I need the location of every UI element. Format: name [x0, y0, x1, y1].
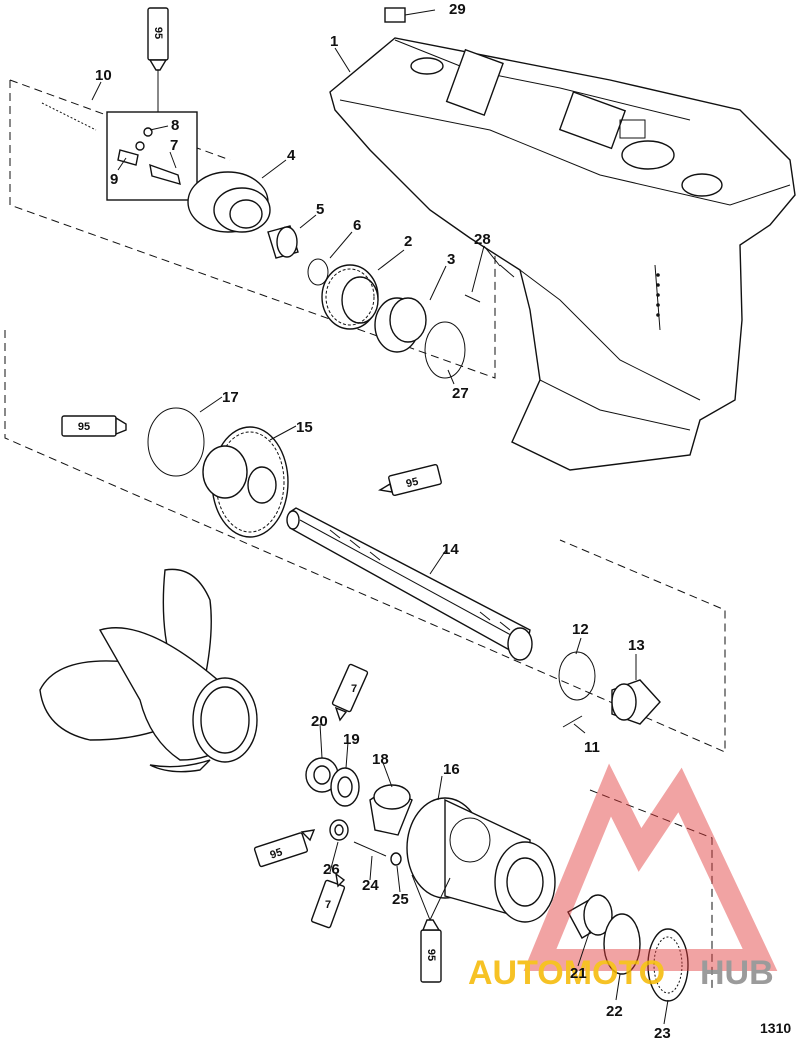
callout-14: 14	[442, 541, 459, 558]
figure-id: 1310	[760, 1020, 791, 1036]
part-24-stud	[353, 841, 387, 857]
propeller	[39, 568, 258, 773]
part-11-pin	[562, 715, 583, 728]
callout-22: 22	[606, 1003, 623, 1020]
callout-29: 29	[449, 1, 466, 18]
part-25-washer	[390, 852, 402, 866]
watermark-text-a: AUTOMOTO	[468, 954, 665, 992]
callout-15: 15	[296, 419, 313, 436]
part-28-pins	[464, 264, 515, 303]
callout-7: 7	[170, 137, 178, 154]
callout-17: 17	[222, 389, 239, 406]
callout-10: 10	[95, 67, 112, 84]
tube-label: 7	[351, 683, 357, 695]
callout-1: 1	[330, 33, 338, 50]
tube-label: 95	[152, 27, 164, 39]
tube-label: 95	[405, 476, 420, 491]
callout-numbers: 1 2 3 4 5 6 7 8 9 10 11 12 13 14 15 16 1…	[95, 1, 671, 1040]
callout-19: 19	[343, 731, 360, 748]
callout-8: 8	[171, 117, 179, 134]
part-13-clutch	[611, 679, 661, 725]
part-5-bearing	[267, 225, 299, 259]
callout-13: 13	[628, 637, 645, 654]
part-19-washer	[330, 767, 360, 807]
callout-11: 11	[584, 739, 600, 756]
part-22-ring	[603, 913, 641, 975]
callout-28: 28	[474, 231, 491, 248]
callout-24: 24	[362, 877, 379, 894]
callout-25: 25	[392, 891, 409, 908]
watermark-logo: AUTOMOTO HUB	[468, 763, 778, 992]
part-10-spring	[41, 102, 97, 131]
part-4-carrier	[187, 171, 271, 233]
callout-9: 9	[110, 171, 118, 188]
tube-label: 95	[269, 846, 284, 861]
callout-26: 26	[323, 861, 340, 878]
dashed-guide-lower	[589, 789, 713, 990]
part-20-seal	[305, 757, 339, 793]
watermark-text-b: HUB	[700, 954, 774, 992]
tube-label: 7	[325, 899, 331, 911]
leader-tube-95-bottom	[411, 874, 451, 921]
callout-4: 4	[287, 147, 296, 164]
callout-20: 20	[311, 713, 328, 730]
gear-housing	[329, 37, 796, 471]
callout-6: 6	[353, 217, 361, 234]
lubricant-tube-7-lower: 7	[310, 872, 346, 929]
part-9-cam	[117, 149, 139, 166]
callout-23: 23	[654, 1025, 671, 1040]
lubricant-tube-95-bottom: 95	[420, 919, 442, 983]
lubricant-tube-95-top: 95	[147, 7, 169, 71]
part-29-decal	[384, 7, 406, 23]
part-21-bearing	[567, 894, 613, 939]
part-6-ring	[307, 258, 329, 286]
lubricant-tube-95-mid: 95	[378, 463, 442, 497]
callout-21: 21	[570, 965, 587, 982]
callout-27: 27	[452, 385, 469, 402]
tube-label: 95	[78, 421, 90, 433]
part-12-ring	[558, 651, 596, 701]
callout-18: 18	[372, 751, 389, 768]
callout-5: 5	[316, 201, 324, 218]
lubricant-tube-95-lower-left: 95	[253, 829, 316, 868]
lubricant-tube-7-upper: 7	[331, 663, 369, 722]
callout-leaders	[91, 9, 669, 1025]
callout-12: 12	[572, 621, 589, 638]
lubricant-tube-95-left: 95	[61, 415, 127, 437]
part-17-oring	[147, 407, 205, 477]
part-14-shaft	[286, 507, 533, 661]
part-18-sleeve	[369, 784, 413, 836]
part-16-carrier	[406, 797, 556, 923]
part-26-nut	[329, 819, 349, 841]
part-2-gear	[321, 264, 379, 330]
tube-label: 95	[425, 949, 437, 961]
dashed-guide-middle	[4, 330, 726, 753]
callout-2: 2	[404, 233, 412, 250]
part-27-oring	[424, 321, 466, 379]
part-7-key	[149, 163, 181, 185]
callout-16: 16	[443, 761, 460, 778]
part-15-gear	[202, 426, 289, 538]
callout-3: 3	[447, 251, 455, 268]
part-3-cup	[374, 297, 427, 353]
